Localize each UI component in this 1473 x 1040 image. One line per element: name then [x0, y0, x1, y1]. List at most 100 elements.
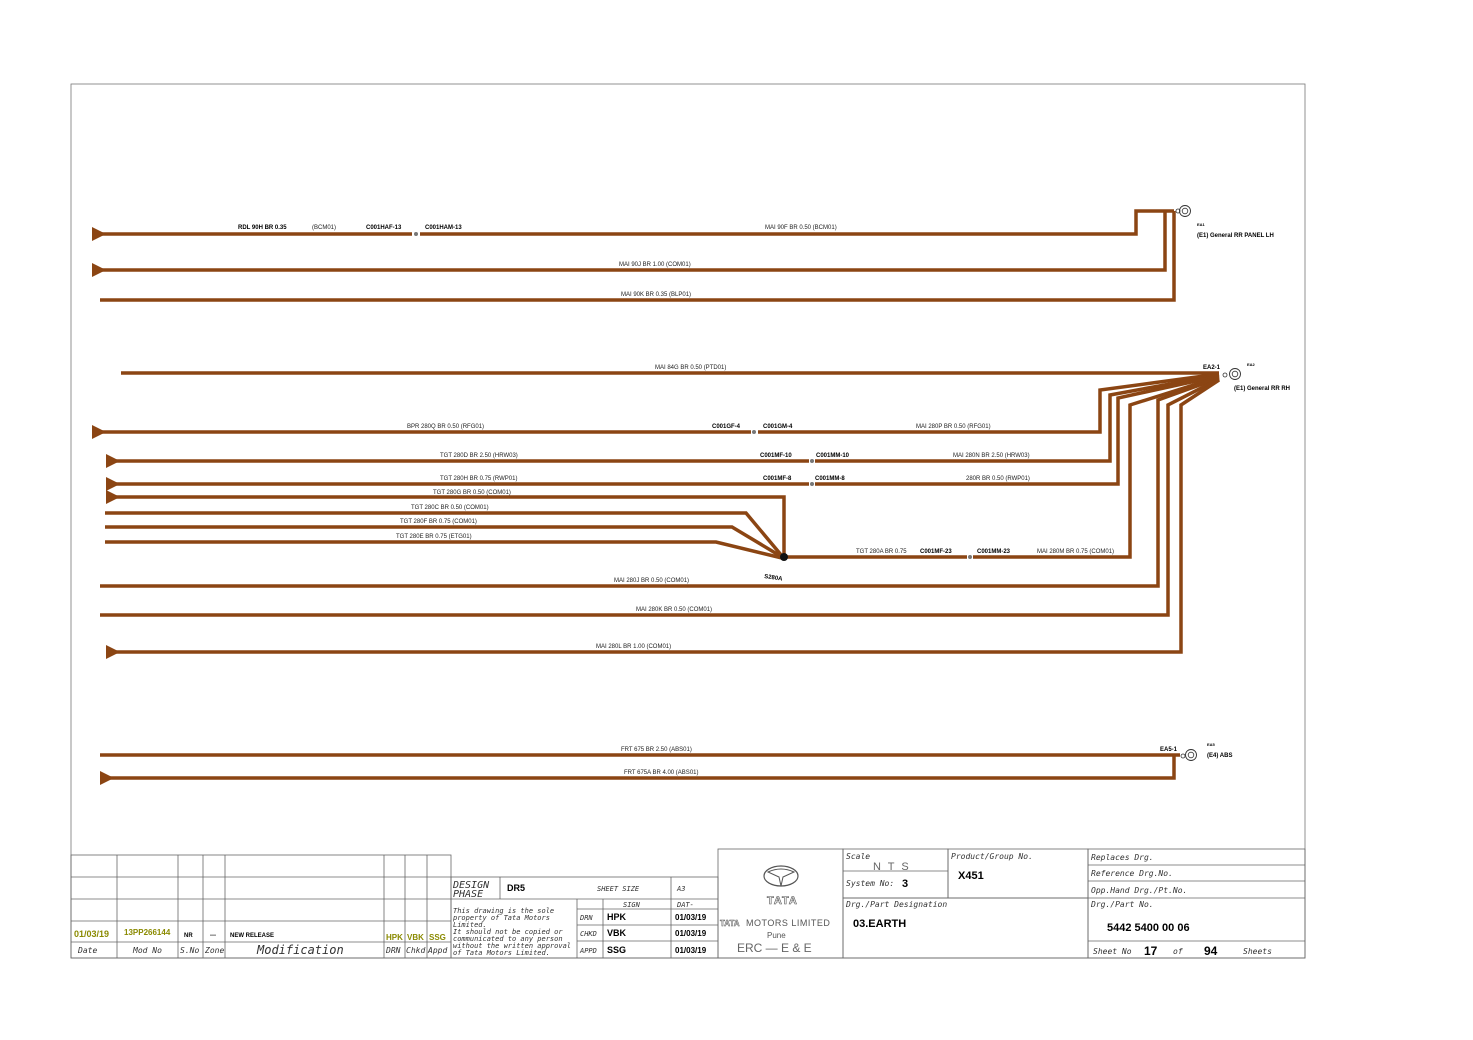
wire-label-tgt280e: TGT 280E BR 0.75 (ETG01) [396, 534, 472, 540]
drawing-frame [70, 83, 1306, 959]
wire-mai90j [100, 211, 1167, 272]
wire-tgt280c [105, 511, 784, 558]
earth-eyelet-icon [1180, 749, 1197, 761]
wire-mai90k [100, 211, 1176, 302]
wire-label-mai90j: MAI 90J BR 1.00 (COM01) [619, 262, 691, 268]
connector-label: EA2-1 [1203, 365, 1221, 371]
sheet-no-value: 17 [1144, 944, 1158, 958]
wire-label-mai280p: MAI 280P BR 0.50 (RFG01) [916, 424, 991, 430]
department: ERC — E & E [737, 941, 812, 955]
sheet-size-value: A3 [676, 885, 685, 893]
system-no: 3 [902, 878, 908, 890]
connector-label: C001MM-10 [816, 453, 850, 459]
connector-pin [752, 430, 756, 434]
wire-frt675a [100, 755, 1176, 780]
company-logo-text: TATA [767, 895, 798, 907]
connector-pin [810, 459, 814, 463]
wire-end-arrow [106, 490, 120, 504]
connector-pin [414, 232, 418, 236]
sheets-label: Sheets [1243, 947, 1272, 956]
svg-text:This drawing is the sole: This drawing is the sole [453, 907, 554, 915]
wire-group-ea5 [100, 753, 1180, 780]
drn-date: 01/03/19 [675, 913, 707, 922]
reference-label: Reference Drg.No. [1091, 869, 1173, 878]
wire-label-bpr280q: BPR 280Q BR 0.50 (RFG01) [407, 424, 484, 430]
wire-label-mai280l: MAI 280L BR 1.00 (COM01) [596, 644, 671, 650]
earth-tag: EA5 [1207, 742, 1216, 747]
connector-label: C001MM-23 [977, 549, 1011, 555]
wire-mai280k [100, 377, 1220, 617]
wire-end-arrow [106, 477, 120, 491]
revision-s-no: NR [184, 933, 193, 939]
wire-label-mai280k: MAI 280K BR 0.50 (COM01) [636, 607, 712, 613]
svg-text:Limited.: Limited. [453, 921, 487, 929]
connector-label: C001MM-8 [815, 476, 845, 482]
wire-group-ea1 [100, 209, 1176, 302]
wire-label-mai280n: MAI 280N BR 2.50 (HRW03) [953, 453, 1030, 459]
design-phase-label: DESIGN [452, 880, 490, 891]
title-block: 01/03/19 13PP266144 NR --- NEW RELEASE H… [70, 848, 1306, 959]
system-label: System No: [846, 879, 894, 888]
connector-label: C001HAF-13 [366, 225, 402, 231]
svg-text:It should not be copied or: It should not be copied or [453, 928, 563, 936]
earth-point-name: (E1) General RR RH [1234, 386, 1290, 392]
connector-label: C001MF-8 [763, 476, 792, 482]
wire-label-mai90f: MAI 90F BR 0.50 (BCM01) [765, 225, 837, 231]
wire-end-arrow [92, 425, 106, 439]
earth-eyelet-icon [1175, 205, 1191, 217]
tata-logo-icon [763, 865, 799, 887]
wire-end-arrow [100, 771, 114, 785]
wire-mai280n [815, 373, 1220, 463]
part-no-label: Drg./Part No. [1090, 900, 1154, 909]
connector-pin [968, 555, 972, 559]
sheet-size-label: SHEET SIZE [597, 885, 640, 893]
wire-tgt280f [105, 525, 783, 559]
svg-text:of Tata Motors Limited.: of Tata Motors Limited. [453, 949, 550, 957]
splice-label: S280A [764, 574, 784, 583]
header-modification: Modification [256, 943, 344, 957]
of-label: of [1173, 947, 1183, 956]
header-mod-no: Mod No [132, 946, 162, 955]
wire-label-rdl90h-circuit: (BCM01) [312, 225, 336, 231]
header-drn: DRN [385, 946, 401, 955]
wire-mai280l [110, 378, 1220, 654]
wire-label-mai90k: MAI 90K BR 0.35 (BLP01) [621, 292, 691, 298]
opp-hand-label: Opp.Hand Drg./Pt.No. [1091, 886, 1187, 895]
connector-label: C001HAM-13 [425, 225, 462, 231]
wire-label-tgt280c: TGT 280C BR 0.50 (COM01) [411, 505, 489, 511]
product-label: Product/Group No. [951, 852, 1033, 861]
revision-chkd: VBK [407, 933, 424, 942]
revision-mod-no: 13PP266144 [124, 928, 171, 937]
date-header: DAT- [676, 901, 694, 909]
wire-mai280m [973, 375, 1220, 559]
revision-appd: SSG [429, 933, 446, 942]
connector-label: C001GM-4 [763, 424, 793, 430]
wire-ends-ea2 [92, 425, 120, 659]
sign-header: SIGN [623, 901, 641, 909]
wire-label-tgt280a: TGT 280A BR 0.75 [856, 549, 907, 555]
header-appd: Appd [427, 946, 447, 955]
wire-label-rdl90h: RDL 90H BR 0.35 [238, 225, 287, 231]
appd-label: APPD [579, 947, 597, 955]
svg-text:communicated to any person: communicated to any person [453, 935, 563, 943]
company-wordmark: TATA [720, 919, 740, 928]
wire-end-arrow [92, 227, 106, 241]
revision-drn: HPK [386, 933, 403, 942]
wire-tgt280e [105, 540, 783, 560]
wire-mai280j [100, 376, 1220, 588]
wire-label-tgt280g: TGT 280G BR 0.50 (COM01) [433, 490, 511, 496]
svg-text:property of Tata Motors: property of Tata Motors [453, 914, 550, 922]
earth-eyelet-icon [1222, 368, 1241, 380]
wire-end-arrow [92, 263, 106, 277]
chkd-label: CHKD [580, 930, 597, 938]
part-no-value: 5442 5400 00 06 [1107, 922, 1190, 934]
scale-label: Scale [846, 852, 870, 861]
earth-tag: EA1 [1197, 222, 1206, 227]
wire-label-mai280m: MAI 280M BR 0.75 (COM01) [1037, 549, 1114, 555]
revision-modification: NEW RELEASE [230, 933, 274, 939]
total-sheets-value: 94 [1204, 944, 1218, 958]
wire-label-280r: 280R BR 0.50 (RWP01) [966, 476, 1030, 482]
design-phase-label: PHASE [453, 889, 483, 900]
designation-value: 03.EARTH [853, 918, 906, 930]
